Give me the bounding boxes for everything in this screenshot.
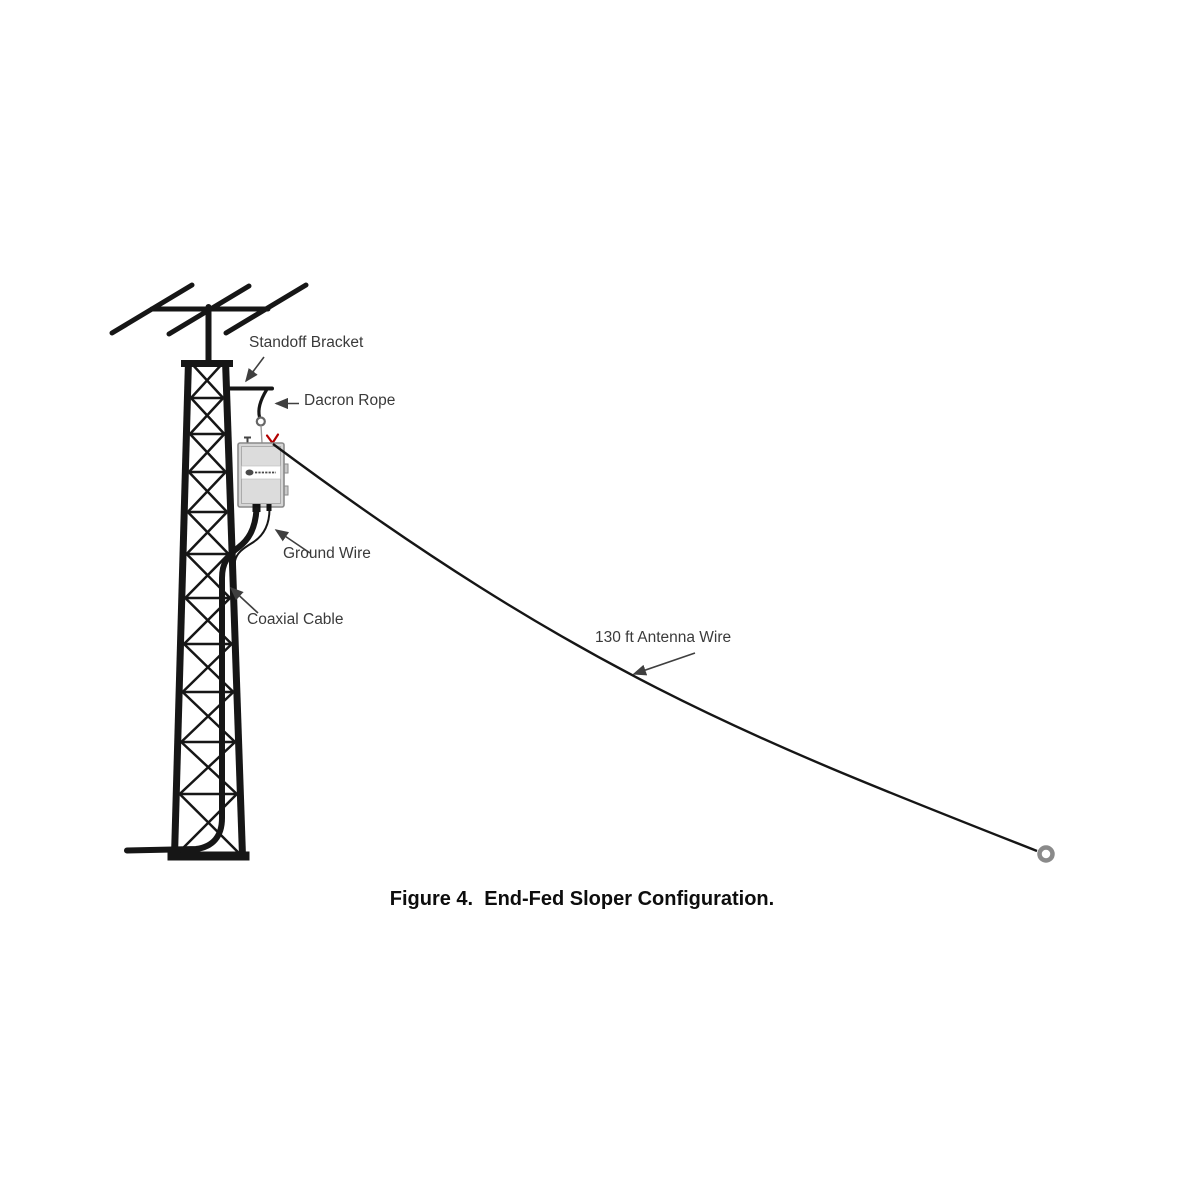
box-bottom-connector-right	[266, 504, 272, 511]
lattice-tower	[167, 360, 250, 861]
yagi-antenna	[109, 282, 309, 364]
tower-struts	[179, 396, 237, 796]
antenna-wire	[272, 443, 1038, 853]
tower-cross-braces	[177, 363, 240, 854]
coaxial-cable-label: Coaxial Cable	[247, 611, 344, 628]
dacron-rope-label: Dacron Rope	[304, 392, 396, 409]
box-label-band	[241, 465, 281, 480]
matching-unit-box	[237, 433, 289, 512]
figure-caption: Figure 4. End-Fed Sloper Configuration.	[389, 888, 775, 910]
coaxial-cable	[124, 507, 260, 854]
end-insulator-ring	[1037, 845, 1055, 863]
antenna-wire-label: 130 ft Antenna Wire	[595, 629, 732, 646]
yagi-element-left	[109, 282, 195, 336]
rope-link-line	[260, 425, 263, 444]
ground-wire-label: Ground Wire	[283, 545, 371, 562]
standoff-bracket-arrow	[245, 356, 265, 383]
rope-ring	[255, 416, 266, 427]
tower-left-leg	[171, 360, 192, 857]
box-red-wire-mark	[265, 433, 280, 445]
coaxial-cable-arrow	[229, 586, 259, 614]
tower-right-leg	[222, 360, 246, 857]
box-top-left-attachment	[244, 436, 251, 443]
ground-wire-arrow	[274, 529, 311, 554]
standoff-bracket-label: Standoff Bracket	[249, 334, 364, 351]
ground-wire	[234, 508, 271, 577]
box-logo-mark	[245, 469, 254, 476]
annotation-arrows	[229, 356, 696, 676]
antenna-wire-arrow	[632, 652, 696, 676]
yagi-element-right	[223, 282, 309, 336]
dacron-rope	[257, 388, 269, 419]
